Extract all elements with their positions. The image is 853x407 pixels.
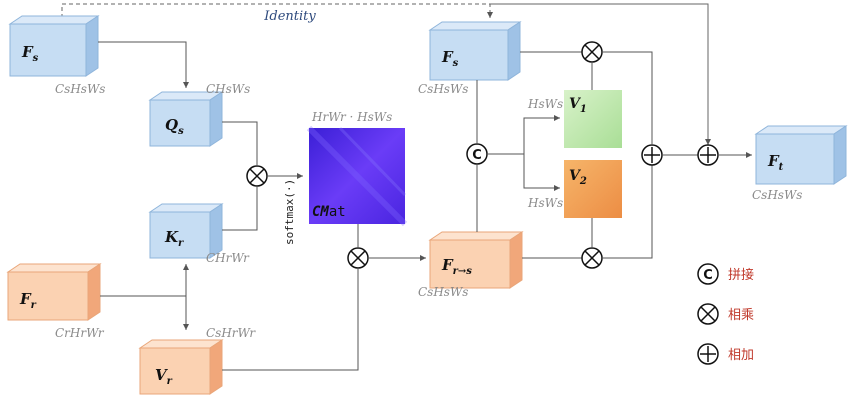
fs-right-block: Fs [428, 21, 522, 81]
legend-concat-text: 拼接 [728, 267, 754, 283]
legend-add-text: 相加 [728, 348, 754, 363]
svg-text:Fs: Fs [441, 48, 459, 69]
fs-left-block: Fs [8, 15, 100, 77]
identity-to-add-line [490, 3, 711, 145]
identity-dashed-arrow [61, 3, 493, 18]
legend: C 拼接 相乘 相加 [697, 263, 754, 365]
svg-text:Fr: Fr [19, 290, 37, 311]
fs-left-dims: CsHsWs [55, 82, 105, 96]
fr-block: Fr [6, 263, 102, 321]
identity-label: Identity [263, 9, 316, 24]
kr-dims: CHrWr [206, 251, 250, 265]
ft-block: Ft [754, 125, 848, 185]
qs-dims: CHsWs [206, 82, 250, 96]
legend-multiply-text: 相乘 [728, 308, 754, 323]
kr-block: Kr [148, 203, 224, 259]
legend-concat-icon [697, 263, 719, 285]
svg-text:Fr→s: Fr→s [441, 256, 472, 277]
vr-dims: CsHrWr [206, 326, 256, 340]
v1-dims: HsWs [527, 97, 563, 111]
cmat-heatmap [306, 125, 408, 227]
qs-block: Qs [148, 91, 224, 147]
svg-text:Qs: Qs [165, 116, 184, 137]
v2-map [564, 160, 622, 218]
v2-dims: HsWs [527, 196, 563, 210]
vr-block: Vr [138, 339, 224, 395]
fr-dims: CrHrWr [55, 326, 105, 340]
cmat-label: CMat [312, 204, 346, 220]
v1-map [564, 90, 622, 148]
svg-text:V2: V2 [569, 168, 587, 187]
frs-block: Fr→s [428, 231, 524, 289]
svg-text:C: C [472, 148, 482, 163]
svg-text:Vr: Vr [155, 366, 173, 387]
fs-right-dims: CsHsWs [418, 82, 468, 96]
svg-text:Fs: Fs [21, 43, 39, 64]
svg-text:Ft: Ft [767, 152, 784, 173]
svg-text:V1: V1 [569, 96, 587, 115]
svg-text:Kr: Kr [164, 228, 184, 249]
frs-dims: CsHsWs [418, 285, 468, 299]
cmat-top-label: HrWr · HsWs [311, 110, 392, 124]
softmax-label: softmax(·) [283, 179, 296, 245]
ft-dims: CsHsWs [752, 188, 802, 202]
svg-text:C: C [703, 268, 713, 283]
